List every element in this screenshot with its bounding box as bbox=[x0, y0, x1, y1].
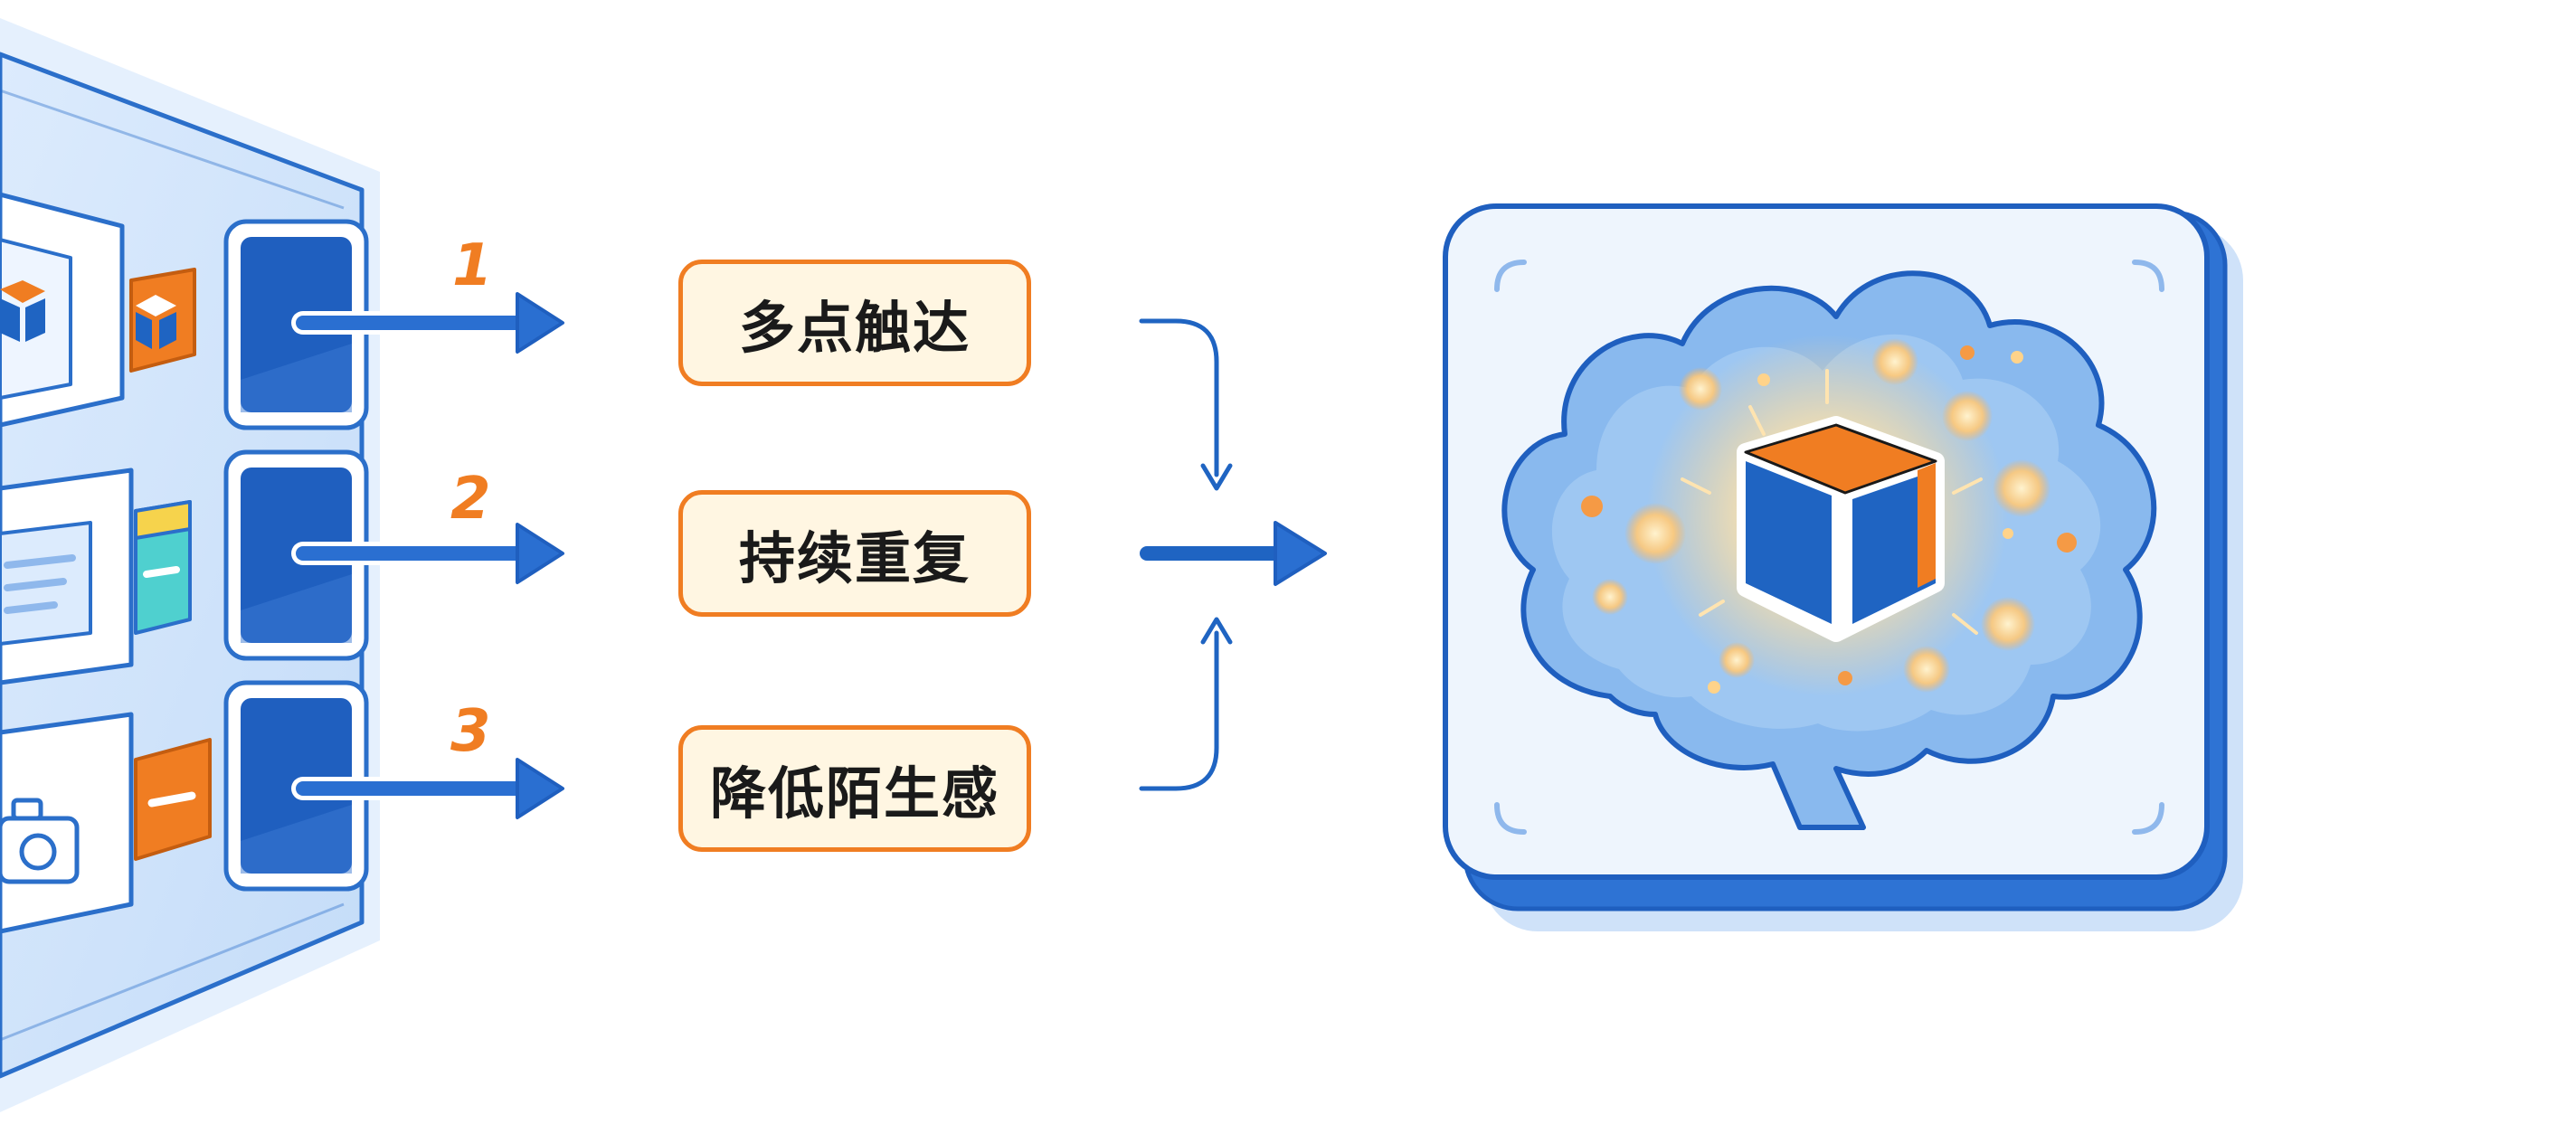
channel-card-3 bbox=[0, 712, 212, 934]
sparkles bbox=[1581, 338, 2077, 694]
step-arrow-1 bbox=[291, 292, 564, 354]
step-arrow-3 bbox=[291, 758, 564, 819]
step-number-3: 3 bbox=[450, 698, 491, 765]
channel-card-2 bbox=[0, 468, 192, 685]
step-label-box-1: 多点触达 bbox=[678, 260, 1031, 386]
cube-icon bbox=[0, 280, 45, 342]
cube-icon bbox=[136, 295, 176, 349]
step-label-box-3: 降低陌生感 bbox=[678, 725, 1031, 852]
step-label-box-2: 持续重复 bbox=[678, 490, 1031, 617]
corner-marks bbox=[1494, 260, 2164, 835]
brand-cube-icon bbox=[1737, 416, 1945, 642]
step-arrow-2 bbox=[291, 523, 564, 584]
step-number-1: 1 bbox=[452, 232, 493, 299]
channel-card-1 bbox=[0, 192, 196, 428]
step-label-1: 多点触达 bbox=[738, 295, 971, 361]
step-label-2: 持续重复 bbox=[738, 525, 971, 591]
merge-connectors bbox=[1139, 318, 1233, 791]
step-number-2: 2 bbox=[450, 466, 491, 533]
merge-arrow bbox=[1140, 521, 1327, 586]
camera-icon bbox=[0, 798, 80, 884]
text-lines-icon bbox=[4, 554, 76, 614]
step-label-3: 降低陌生感 bbox=[709, 760, 999, 827]
